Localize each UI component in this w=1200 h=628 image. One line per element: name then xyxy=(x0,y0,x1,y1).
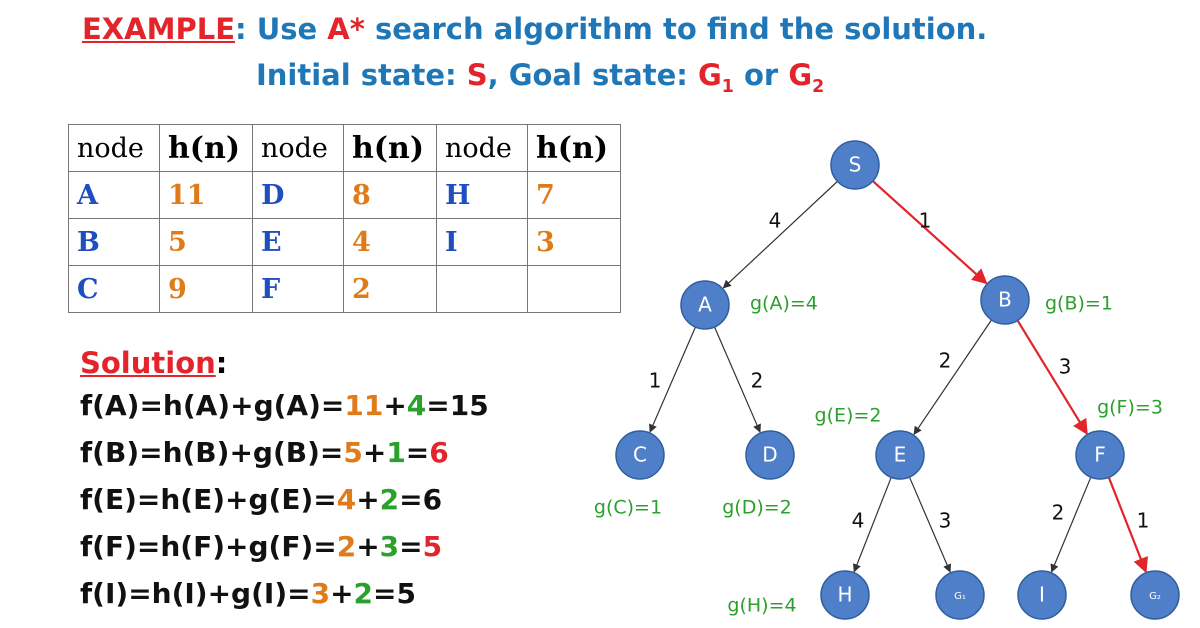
node-cell: F xyxy=(252,265,344,313)
edge-s-b xyxy=(872,180,988,285)
heading-text-use: Use xyxy=(246,12,328,46)
edge-cost-label: 3 xyxy=(939,509,952,533)
edge-f-g2 xyxy=(1107,476,1148,574)
edge-a-d xyxy=(713,326,761,433)
tree-node-f: F xyxy=(1075,430,1125,480)
g-cost-label-e: g(E)=2 xyxy=(815,405,882,427)
tree-node-c: C xyxy=(615,430,665,480)
solution-line: f(B)=h(B)+g(B)=5+1=6 xyxy=(80,436,449,469)
solution-block: Solution: f(A)=h(A)+g(A)=11+4=15 f(B)=h(B… xyxy=(80,346,489,617)
solution-lines: f(A)=h(A)+g(A)=11+4=15 f(B)=h(B)+g(B)=5+1… xyxy=(80,382,489,617)
node-cell xyxy=(436,265,528,313)
solution-line: f(E)=h(E)+g(E)=4+2=6 xyxy=(80,483,443,516)
g-cost-label-h: g(H)=4 xyxy=(727,595,796,617)
tree-node-e: E xyxy=(875,430,925,480)
goal-state-label: , Goal state: xyxy=(487,58,698,92)
g-cost-label-d: g(D)=2 xyxy=(722,497,792,519)
h-cell: 8 xyxy=(343,171,437,219)
tree-node-label: G₁ xyxy=(954,591,966,602)
h-cell: 9 xyxy=(159,265,253,313)
node-cell: E xyxy=(252,218,344,266)
edge-e-g1 xyxy=(908,476,952,573)
edge-b-e xyxy=(913,319,993,435)
h-cell: 11 xyxy=(159,171,253,219)
h-cell: 7 xyxy=(527,171,621,219)
tree-node-d: D xyxy=(745,430,795,480)
initial-state-label: Initial state: xyxy=(256,58,467,92)
edge-cost-label: 2 xyxy=(751,369,764,393)
g-cost-label-f: g(F)=3 xyxy=(1097,397,1163,419)
tree-node-label: F xyxy=(1094,443,1106,467)
table-header-node: node xyxy=(252,124,344,172)
state-heading: Initial state: S, Goal state: G1 or G2 xyxy=(256,58,824,97)
edge-cost-label: 2 xyxy=(939,349,952,373)
tree-node-label: A xyxy=(698,293,712,317)
table-header-node: node xyxy=(68,124,160,172)
table-header-h: h(n) xyxy=(527,124,621,172)
table-header-h: h(n) xyxy=(159,124,253,172)
table-row: B 5 E 4 I 3 xyxy=(68,218,621,266)
tree-node-g1: G₁ xyxy=(935,570,985,620)
tree-node-label: D xyxy=(762,443,777,467)
edge-cost-label: 1 xyxy=(649,369,662,393)
initial-state-value: S xyxy=(466,58,488,92)
edge-b-f xyxy=(1016,319,1088,435)
example-label: EXAMPLE xyxy=(82,12,236,46)
node-cell: C xyxy=(68,265,160,313)
goal-state-g2: G2 xyxy=(788,58,825,97)
solution-title: Solution: xyxy=(80,346,228,380)
tree-node-label: B xyxy=(998,288,1012,312)
h-cell xyxy=(527,265,621,313)
tree-node-label: E xyxy=(894,443,907,467)
edge-s-a xyxy=(722,180,838,289)
solution-line: f(A)=h(A)+g(A)=11+4=15 xyxy=(80,389,489,422)
h-cell: 2 xyxy=(343,265,437,313)
tree-node-label: S xyxy=(849,153,862,177)
g-cost-label-c: g(C)=1 xyxy=(594,497,662,519)
example-colon: : xyxy=(235,12,247,46)
tree-node-g2: G₂ xyxy=(1130,570,1180,620)
edge-a-c xyxy=(649,326,697,433)
edge-f-i xyxy=(1050,476,1092,573)
tree-node-label: C xyxy=(633,443,647,467)
heading-text-algorithm: search algorithm to find the solution. xyxy=(364,12,988,46)
goal-or-text: or xyxy=(733,58,789,92)
table-header-row: node h(n) node h(n) node h(n) xyxy=(68,124,621,172)
heuristic-table: node h(n) node h(n) node h(n) A 11 D 8 H… xyxy=(68,124,621,313)
node-cell: D xyxy=(252,171,344,219)
tree-node-i: I xyxy=(1017,570,1067,620)
edge-cost-label: 2 xyxy=(1052,501,1065,525)
tree-node-label: G₂ xyxy=(1149,591,1161,602)
example-heading: EXAMPLE: Use A* search algorithm to find… xyxy=(82,12,987,46)
table-row: C 9 F 2 xyxy=(68,265,621,313)
edge-cost-label: 4 xyxy=(769,209,782,233)
tree-node-h: H xyxy=(820,570,870,620)
edge-cost-label: 1 xyxy=(919,209,932,233)
tree-node-label: I xyxy=(1039,583,1045,607)
tree-node-s: S xyxy=(830,140,880,190)
table-header-h: h(n) xyxy=(343,124,437,172)
tree-node-a: A xyxy=(680,280,730,330)
node-cell: A xyxy=(68,171,160,219)
astar-label: A* xyxy=(327,12,365,46)
g-cost-label-a: g(A)=4 xyxy=(750,293,818,315)
tree-node-label: H xyxy=(837,583,852,607)
h-cell: 3 xyxy=(527,218,621,266)
table-header-node: node xyxy=(436,124,528,172)
edge-cost-label: 1 xyxy=(1137,509,1150,533)
edge-cost-label: 4 xyxy=(852,509,865,533)
tree-node-b: B xyxy=(980,275,1030,325)
g-cost-label-b: g(B)=1 xyxy=(1045,293,1113,315)
table-row: A 11 D 8 H 7 xyxy=(68,171,621,219)
edge-e-h xyxy=(852,477,892,573)
solution-line: f(I)=h(I)+g(I)=3+2=5 xyxy=(80,577,416,610)
solution-line: f(F)=h(F)+g(F)=2+3=5 xyxy=(80,530,443,563)
node-cell: H xyxy=(436,171,528,219)
goal-state-g1: G1 xyxy=(697,58,734,97)
edge-cost-label: 3 xyxy=(1059,355,1072,379)
